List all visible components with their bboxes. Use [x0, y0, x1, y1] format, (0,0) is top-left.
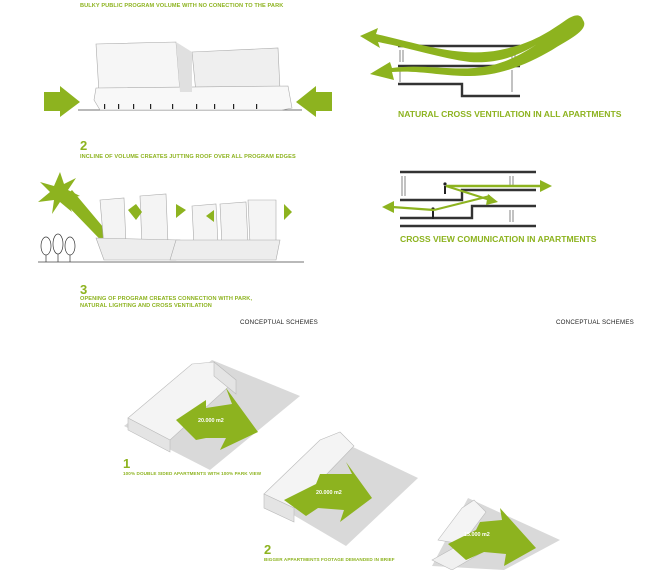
- block1-area-label: 20.000 m2: [198, 418, 224, 424]
- arrow-left-pointing-right: [44, 86, 80, 117]
- block2-drawing: 20.000 m2: [263, 431, 418, 546]
- bottom-step2-number: 2: [264, 542, 272, 557]
- arrow-right-pointing-left: [296, 86, 332, 117]
- ventilation-caption: NATURAL CROSS VENTILATION IN ALL APARTME…: [398, 109, 622, 119]
- bottom-step1-caption: 100% DOUBLE SIDED APARTMENTS WITH 100% P…: [123, 471, 262, 476]
- step2-number: 2: [80, 138, 88, 153]
- conceptual-schemes-label-right: CONCEPTUAL SCHEMES: [556, 319, 634, 326]
- arrow-small-1: [128, 204, 142, 220]
- block1-drawing: 20.000 m2: [124, 360, 300, 470]
- cross-view-caption: CROSS VIEW COMUNICATION IN APARTMENTS: [400, 234, 597, 244]
- bulky-volume-drawing: [78, 41, 302, 111]
- block3-drawing: 15.000 m2: [431, 498, 560, 570]
- cross-view-section-drawing: [400, 170, 536, 228]
- block3-area-label: 15.000 m2: [464, 532, 490, 538]
- arrow-small-2: [176, 204, 186, 218]
- arrow-small-4: [284, 204, 292, 220]
- bottom-step2-caption: BIGGER APPARTMENTS FOOTAGE DEMANDED IN B…: [264, 557, 395, 562]
- step1-caption: BULKY PUBLIC PROGRAM VOLUME WITH NO CONE…: [80, 3, 284, 9]
- bottom-step1-number: 1: [123, 456, 131, 471]
- sun-icon: [38, 172, 80, 214]
- step3-caption-line2: NATURAL LIGHTING AND CROSS VENTILATION: [80, 303, 212, 309]
- step2-caption: INCLINE OF VOLUME CREATES JUTTING ROOF O…: [80, 154, 296, 160]
- tree-icons: [40, 233, 76, 262]
- step3-caption-line1: OPENING OF PROGRAM CREATES CONNECTION WI…: [80, 296, 253, 302]
- conceptual-schemes-label-left: CONCEPTUAL SCHEMES: [240, 319, 318, 326]
- block2-area-label: 20.000 m2: [316, 490, 342, 496]
- step3-number: 3: [80, 282, 88, 297]
- view-arrows: [382, 180, 552, 213]
- airflow-ribbon: [360, 15, 585, 81]
- inclined-volumes-drawing: [95, 193, 281, 261]
- arrow-small-3: [206, 210, 214, 222]
